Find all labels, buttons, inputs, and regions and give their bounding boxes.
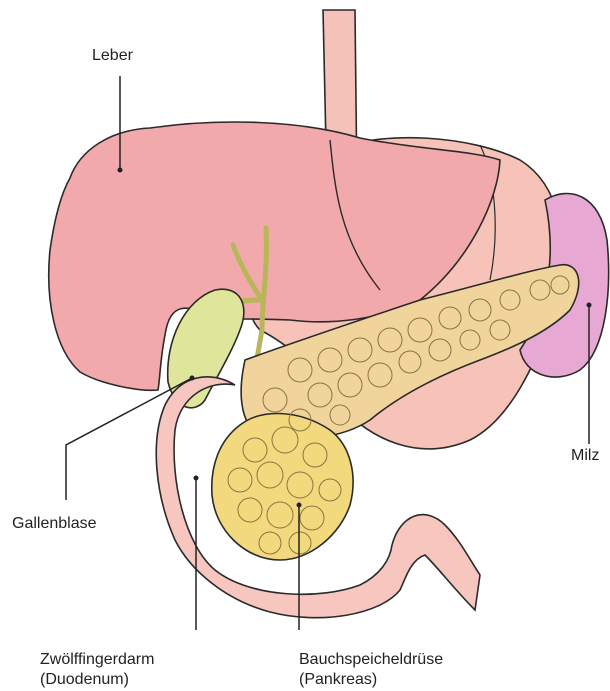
dot-leber xyxy=(118,168,123,173)
label-pankreas: Bauchspeicheldrüse (Pankreas) xyxy=(299,650,443,690)
dot-duodenum xyxy=(194,476,199,481)
dot-gallenblase xyxy=(190,376,195,381)
label-milz: Milz xyxy=(571,446,599,466)
dot-milz xyxy=(587,303,592,308)
label-duodenum-line2: (Duodenum) xyxy=(40,670,154,690)
label-gallenblase: Gallenblase xyxy=(12,514,97,534)
dot-pankreas xyxy=(297,503,302,508)
label-duodenum-line1: Zwölffingerdarm xyxy=(40,650,154,670)
label-pankreas-line1: Bauchspeicheldrüse xyxy=(299,650,443,670)
pancreas-head xyxy=(212,414,353,560)
label-pankreas-line2: (Pankreas) xyxy=(299,670,443,690)
label-leber: Leber xyxy=(92,46,133,66)
label-duodenum: Zwölffingerdarm (Duodenum) xyxy=(40,650,154,690)
